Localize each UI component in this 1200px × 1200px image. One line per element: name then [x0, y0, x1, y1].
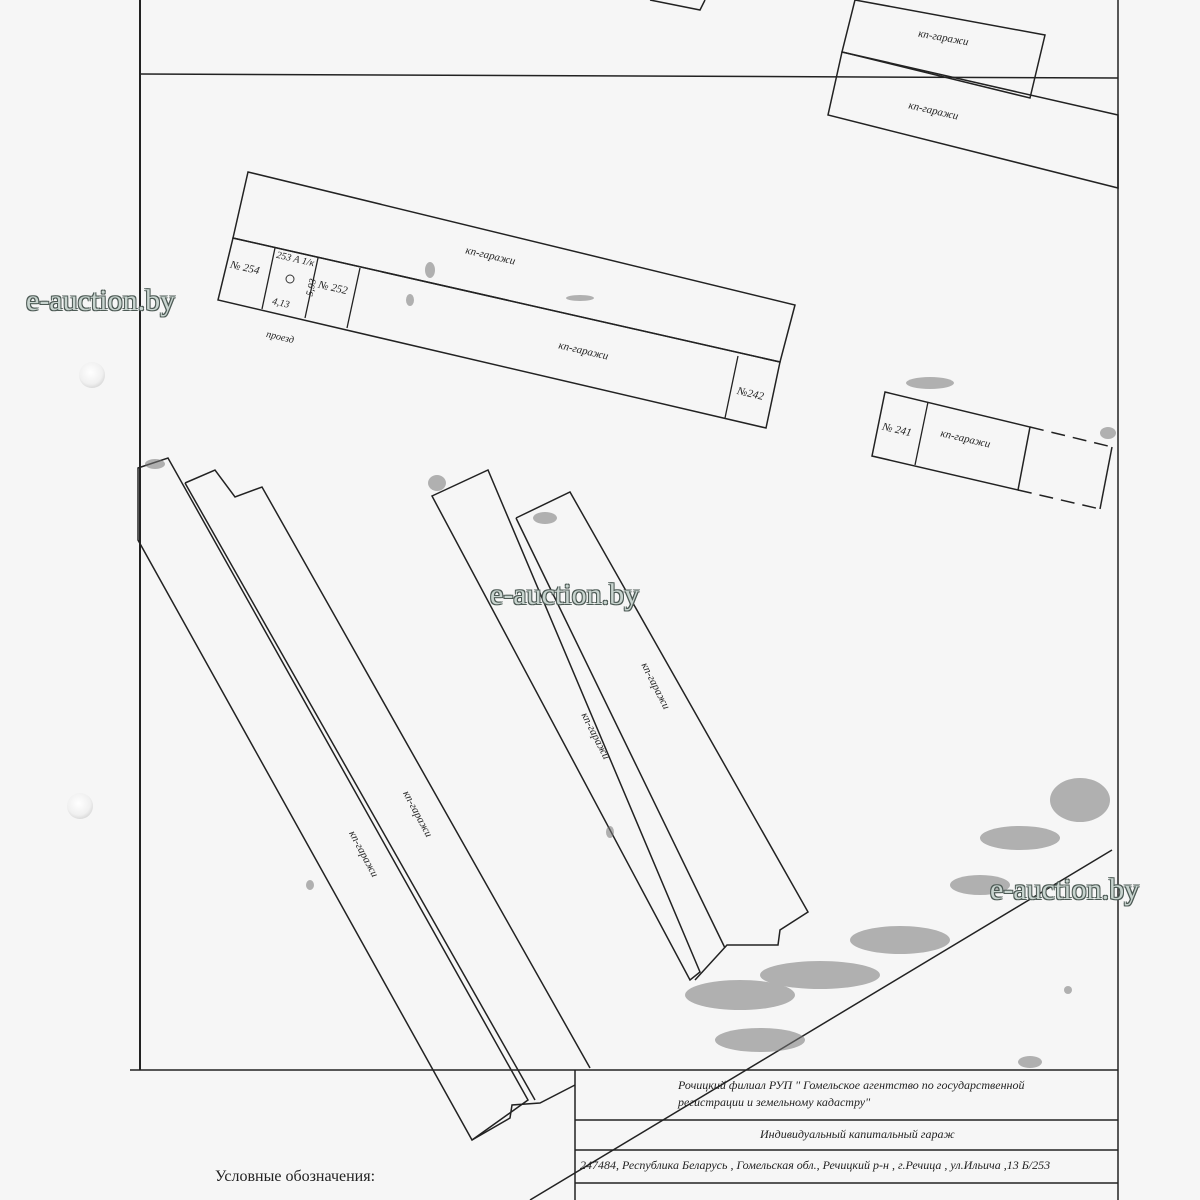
organization-line-1: Рочицкий филиал РУП " Гомельское агентст…	[678, 1078, 1025, 1092]
watermark-center: e-auction.by	[490, 578, 640, 611]
lot-divider-242	[724, 355, 739, 419]
garage-block-diagonal-middle-2	[515, 491, 810, 981]
scan-smudges	[145, 262, 1116, 1068]
watermark-left: e-auction.by	[26, 284, 176, 317]
garage-block-diagonal-left	[137, 457, 529, 1142]
garage-block-lower-row	[217, 237, 781, 429]
garage-block-diagonal-right-outline	[184, 469, 591, 1069]
lot-divider-252	[346, 267, 361, 329]
watermark-right: e-auction.by	[990, 873, 1140, 906]
frame-top-line	[139, 73, 1119, 79]
binder-hole-top	[79, 362, 105, 388]
diagonal-stepped-end	[471, 1084, 576, 1141]
top-left-building-fragment	[649, 0, 706, 11]
organization-line-2: регистрации и земельному кадастру"	[678, 1095, 871, 1109]
lot-divider-253	[304, 257, 319, 319]
lot-divider-254	[261, 247, 276, 310]
site-boundary-line	[529, 849, 1113, 1200]
binder-hole-bottom	[67, 793, 93, 819]
legend-title: Условные обозначения:	[215, 1168, 376, 1185]
dashed-extension-bottom	[1017, 489, 1101, 510]
garage-block-top-right-1	[841, 0, 1046, 99]
garage-block-diagonal-middle-1	[430, 468, 701, 982]
garage-253-marker	[285, 274, 295, 284]
address-line: 247484, Республика Беларусь , Гомельская…	[580, 1158, 1051, 1172]
object-name: Индивидуальный капитальный гараж	[760, 1127, 955, 1141]
garage-block-top-right-2	[827, 51, 1119, 189]
lot-divider-241	[914, 401, 929, 466]
diagonal-left-divider	[184, 482, 536, 1101]
dashed-extension-top	[1029, 426, 1113, 448]
diagonal-middle-divider	[515, 517, 726, 949]
extension-end-line	[1099, 446, 1113, 510]
